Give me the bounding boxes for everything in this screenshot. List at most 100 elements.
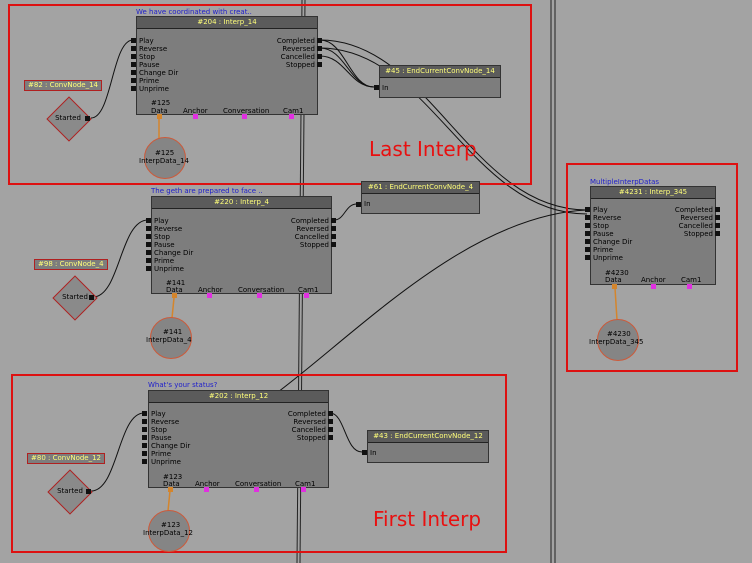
interp4-pin-data[interactable] [172,293,177,298]
interp14-pin-play[interactable] [131,38,136,43]
conv14-event: Started [55,114,81,122]
interp14-pin-reversed[interactable] [317,46,322,51]
interp14-node[interactable]: #204 : Interp_14 Play Reverse Stop Pause… [136,16,318,115]
interp345-pin-completed[interactable] [715,207,720,212]
interp345-input-play: Play [593,206,608,214]
interp4-pin-unprime[interactable] [146,266,151,271]
interp345-pin-changedir[interactable] [585,239,590,244]
interp14-title: #204 : Interp_14 [137,17,317,29]
interp12-pin-stopped[interactable] [328,435,333,440]
interp12-pin-anchor[interactable] [204,487,209,492]
end12-pin-in[interactable] [362,450,367,455]
end14-pin-in[interactable] [374,85,379,90]
interp12-pin-prime[interactable] [142,451,147,456]
end4-node[interactable]: #61 : EndCurrentConvNode_4 In [361,181,480,214]
interpdata14-name: InterpData_14 [139,157,189,165]
interp12-pin-data[interactable] [168,487,173,492]
interp12-pin-changedir[interactable] [142,443,147,448]
interp14-input-prime: Prime [139,77,160,85]
interp12-pin-stop[interactable] [142,427,147,432]
interp12-output-cancelled: Cancelled [291,426,326,434]
interp14-pin-data[interactable] [157,114,162,119]
interpdata345-circle[interactable] [597,319,639,361]
end14-input-in: In [382,84,389,92]
conv12-pin-started[interactable] [86,489,91,494]
interp4-input-changedir: Change Dir [154,249,194,257]
interp345-pin-stopped[interactable] [715,231,720,236]
interp4-title: #220 : Interp_4 [152,197,331,209]
interp4-pin-conversation[interactable] [257,293,262,298]
interp345-input-unprime: Unprime [593,254,623,262]
multiple-interp-box [566,163,738,372]
interp12-pin-unprime[interactable] [142,459,147,464]
interp12-pin-reversed[interactable] [328,419,333,424]
interp4-pin-completed[interactable] [331,218,336,223]
interp4-pin-prime[interactable] [146,258,151,263]
interp12-pin-play[interactable] [142,411,147,416]
interp4-pin-cam1[interactable] [304,293,309,298]
interp14-pin-stop[interactable] [131,54,136,59]
interp4-pin-stopped[interactable] [331,242,336,247]
interp12-pin-reverse[interactable] [142,419,147,424]
interp345-pin-unprime[interactable] [585,255,590,260]
interp12-comment: What's your status? [148,381,218,389]
conv4-pin-started[interactable] [89,295,94,300]
interp12-pin-cam1[interactable] [301,487,306,492]
interp12-pin-conversation[interactable] [254,487,259,492]
interp345-pin-cam1[interactable] [687,284,692,289]
interp14-pin-reverse[interactable] [131,46,136,51]
interp345-pin-stop[interactable] [585,223,590,228]
interp345-output-reversed: Reversed [680,214,713,222]
interp14-pin-unprime[interactable] [131,86,136,91]
interp4-pin-anchor[interactable] [207,293,212,298]
interp14-pin-completed[interactable] [317,38,322,43]
interp14-pin-stopped[interactable] [317,62,322,67]
interp12-pin-completed[interactable] [328,411,333,416]
end4-pin-in[interactable] [356,202,361,207]
interp4-pin-pause[interactable] [146,242,151,247]
interp4-output-cancelled: Cancelled [294,233,329,241]
interp4-pin-play[interactable] [146,218,151,223]
interp14-input-reverse: Reverse [139,45,168,53]
interp345-pin-reversed[interactable] [715,215,720,220]
interp4-pin-reversed[interactable] [331,226,336,231]
interp14-pin-pause[interactable] [131,62,136,67]
interp14-var-id: #125 [151,99,171,107]
interp12-node[interactable]: #202 : Interp_12 Play Reverse Stop Pause… [148,390,329,488]
interpdata14-circle[interactable] [144,137,186,179]
interp14-pin-prime[interactable] [131,78,136,83]
interp4-input-prime: Prime [154,257,175,265]
interp345-pin-pause[interactable] [585,231,590,236]
interp12-pin-cancelled[interactable] [328,427,333,432]
end12-node[interactable]: #43 : EndCurrentConvNode_12 In [367,430,489,463]
conv12-label: #80 : ConvNode_12 [27,453,106,464]
interpdata12-circle[interactable] [148,510,190,552]
interp4-pin-changedir[interactable] [146,250,151,255]
interp4-pin-reverse[interactable] [146,226,151,231]
interp14-pin-cam1[interactable] [289,114,294,119]
interp345-pin-cancelled[interactable] [715,223,720,228]
interpdata4-circle[interactable] [150,317,192,359]
interp14-var-data: Data [151,107,168,115]
interp4-node[interactable]: #220 : Interp_4 Play Reverse Stop Pause … [151,196,332,294]
interp14-pin-conversation[interactable] [242,114,247,119]
interp345-pin-prime[interactable] [585,247,590,252]
interp345-node[interactable]: #4231 : Interp_345 Play Reverse Stop Pau… [590,186,716,285]
interp345-pin-play[interactable] [585,207,590,212]
interp345-pin-anchor[interactable] [651,284,656,289]
end14-node[interactable]: #45 : EndCurrentConvNode_14 In [379,65,501,98]
conv14-pin-started[interactable] [85,116,90,121]
interp4-pin-cancelled[interactable] [331,234,336,239]
interp345-pin-reverse[interactable] [585,215,590,220]
interp12-pin-pause[interactable] [142,435,147,440]
interp14-pin-cancelled[interactable] [317,54,322,59]
interp4-pin-stop[interactable] [146,234,151,239]
interp345-var-anchor: Anchor [641,276,666,284]
interp14-pin-anchor[interactable] [193,114,198,119]
interp14-pin-changedir[interactable] [131,70,136,75]
interp345-pin-data[interactable] [612,284,617,289]
conv4-label: #98 : ConvNode_4 [34,259,108,270]
interp345-input-pause: Pause [593,230,614,238]
interp12-input-pause: Pause [151,434,172,442]
